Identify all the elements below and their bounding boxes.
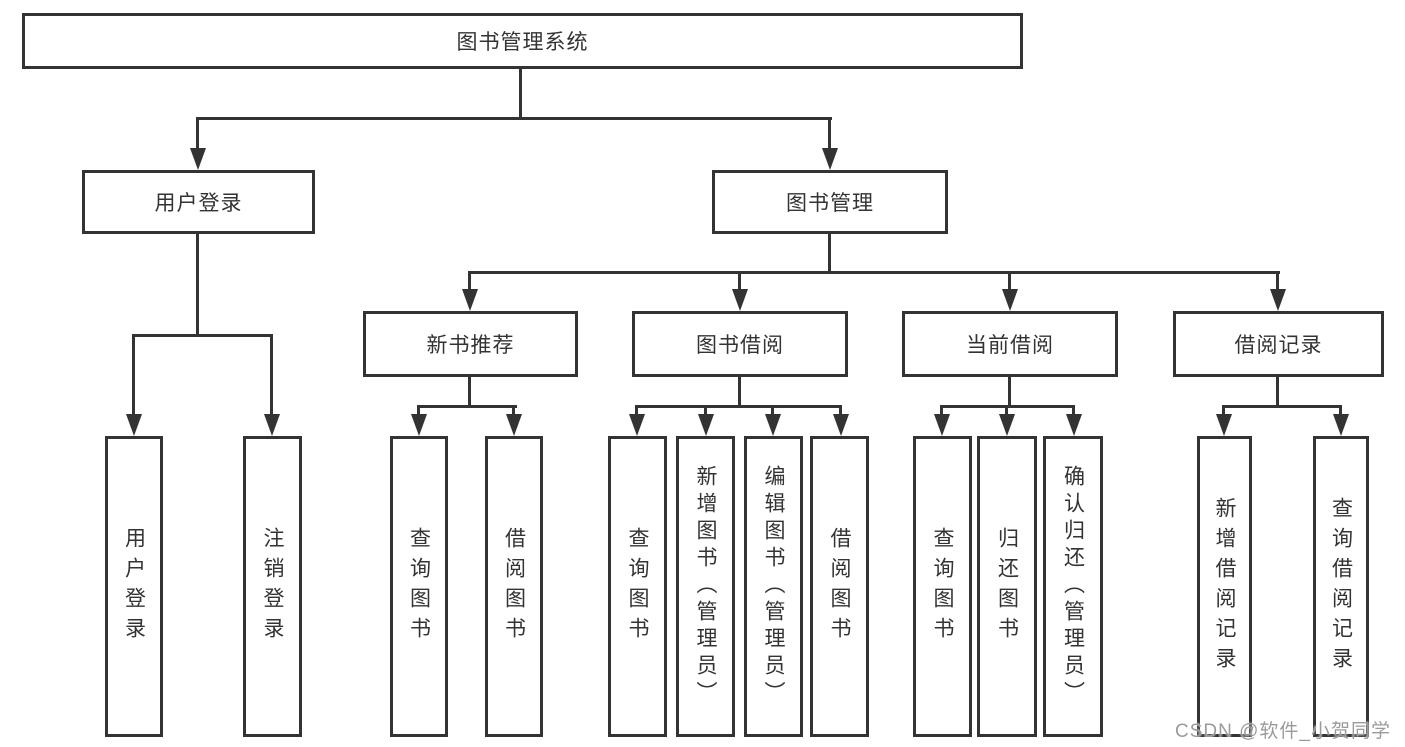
arrow-down-icon: [190, 148, 206, 170]
arrow-down-icon: [629, 414, 645, 436]
connector-drop: [512, 405, 515, 415]
arrow-down-icon: [462, 289, 478, 311]
leaf-bookborrow-edit: 编辑图书（管理员）: [744, 436, 803, 737]
node-root: 图书管理系统: [22, 13, 1023, 69]
connector-drop: [1005, 405, 1008, 415]
node-book-borrow-label: 图书借阅: [696, 334, 784, 357]
node-borrow-records-label: 借阅记录: [1234, 334, 1323, 357]
node-book-management-label: 图书管理: [786, 192, 874, 215]
leaf-label: 借阅图书: [502, 526, 526, 647]
arrow-down-icon: [833, 414, 849, 436]
leaf-label: 查询图书: [931, 526, 954, 647]
leaf-label: 归还图书: [995, 526, 1019, 647]
connector-root-stem: [519, 69, 522, 119]
connector-drop: [1222, 405, 1225, 415]
connector-drop: [839, 405, 842, 415]
arrow-down-icon: [999, 414, 1015, 436]
leaf-records-add: 新增借阅记录: [1197, 436, 1252, 737]
leaf-user-login-logout: 注销登录: [243, 436, 302, 737]
node-new-book-recommend: 新书推荐: [363, 311, 578, 377]
leaf-records-query: 查询借阅记录: [1313, 436, 1369, 737]
connector-drop: [940, 405, 943, 415]
leaf-newbook-borrow: 借阅图书: [485, 436, 543, 737]
node-current-borrow: 当前借阅: [902, 311, 1118, 377]
connector-drop-current-borrow: [1008, 271, 1011, 291]
arrow-down-icon: [765, 414, 781, 436]
connector-drop-book-management: [828, 117, 831, 149]
connector-drop: [635, 405, 638, 415]
node-book-borrow: 图书借阅: [632, 311, 848, 377]
leaf-user-login-login: 用户登录: [105, 436, 163, 737]
watermark: CSDN @软件_小贺同学: [1175, 721, 1391, 742]
node-user-login: 用户登录: [82, 170, 315, 234]
leaf-current-return: 归还图书: [977, 436, 1037, 737]
leaf-newbook-query: 查询图书: [390, 436, 448, 737]
connector-bookborrow-stem: [738, 377, 741, 408]
arrow-down-icon: [1216, 414, 1232, 436]
connector-bus-level1: [196, 117, 832, 120]
arrow-down-icon: [126, 414, 142, 436]
leaf-bookborrow-query: 查询图书: [608, 436, 667, 737]
leaf-label: 用户登录: [122, 526, 146, 647]
connector-drop-logout: [270, 334, 273, 415]
arrow-down-icon: [934, 414, 950, 436]
node-book-management: 图书管理: [712, 170, 948, 234]
connector-drop-book-borrow: [738, 271, 741, 291]
leaf-bookborrow-add: 新增图书（管理员）: [676, 436, 735, 737]
arrow-down-icon: [698, 414, 714, 436]
connector-drop-borrow-records: [1276, 271, 1279, 291]
connector-bus-newbook: [417, 405, 517, 408]
leaf-label: 新增借阅记录: [1213, 496, 1236, 677]
connector-user-login-stem: [196, 234, 199, 336]
node-new-book-recommend-label: 新书推荐: [426, 334, 515, 357]
arrow-down-icon: [1066, 414, 1082, 436]
connector-drop: [1339, 405, 1342, 415]
connector-bus-level3: [468, 271, 1280, 274]
node-current-borrow-label: 当前借阅: [966, 334, 1054, 357]
node-user-login-label: 用户登录: [154, 192, 243, 215]
leaf-current-confirm-return: 确认归还（管理员）: [1043, 436, 1103, 737]
connector-drop: [771, 405, 774, 415]
connector-currentborrow-stem: [1008, 377, 1011, 408]
connector-bus-user-login: [132, 334, 273, 337]
connector-records-stem: [1276, 377, 1279, 408]
connector-drop-new-book: [468, 271, 471, 291]
leaf-label: 借阅图书: [828, 526, 851, 647]
connector-book-management-stem: [828, 234, 831, 274]
connector-bus-bookborrow: [635, 405, 842, 408]
connector-drop: [704, 405, 707, 415]
node-borrow-records: 借阅记录: [1173, 311, 1384, 377]
node-root-label: 图书管理系统: [456, 31, 589, 54]
leaf-label: 新增图书（管理员）: [694, 465, 717, 708]
leaf-label: 注销登录: [261, 526, 284, 647]
connector-drop-login: [132, 334, 135, 415]
connector-drop: [417, 405, 420, 415]
arrow-down-icon: [264, 414, 280, 436]
arrow-down-icon: [1333, 414, 1349, 436]
arrow-down-icon: [822, 148, 838, 170]
leaf-label: 查询图书: [626, 526, 649, 647]
leaf-label: 查询借阅记录: [1329, 496, 1353, 677]
connector-bus-records: [1222, 405, 1342, 408]
leaf-current-query: 查询图书: [913, 436, 972, 737]
arrow-down-icon: [1270, 289, 1286, 311]
connector-newbook-stem: [468, 377, 471, 408]
arrow-down-icon: [411, 414, 427, 436]
connector-drop: [1072, 405, 1075, 415]
arrow-down-icon: [506, 414, 522, 436]
arrow-down-icon: [1002, 289, 1018, 311]
leaf-label: 编辑图书（管理员）: [762, 465, 785, 708]
arrow-down-icon: [732, 289, 748, 311]
leaf-bookborrow-borrow: 借阅图书: [810, 436, 869, 737]
connector-drop-user-login: [196, 117, 199, 149]
leaf-label: 查询图书: [407, 526, 431, 647]
leaf-label: 确认归还（管理员）: [1061, 465, 1085, 708]
